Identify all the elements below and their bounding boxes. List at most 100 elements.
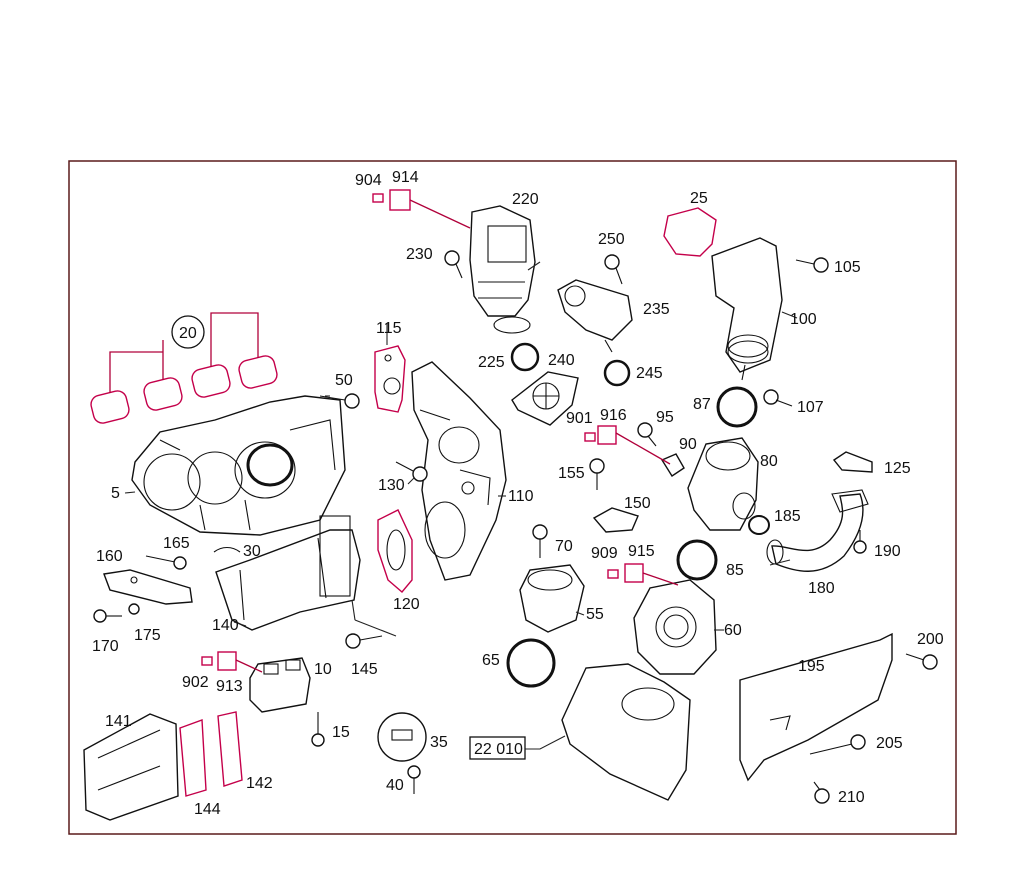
part-235-sensor[interactable] xyxy=(557,279,633,353)
part-160-bracket[interactable] xyxy=(103,569,193,605)
connector-914[interactable] xyxy=(372,189,411,211)
part-120-gasket[interactable] xyxy=(377,509,413,593)
part-55-fitting[interactable] xyxy=(519,564,585,633)
connector-916[interactable] xyxy=(584,425,617,445)
callout-80[interactable]: 80 xyxy=(760,453,778,470)
part-230-bolt[interactable] xyxy=(444,250,463,279)
callout-200[interactable]: 200 xyxy=(917,631,944,648)
callout-70[interactable]: 70 xyxy=(555,538,573,555)
callout-15[interactable]: 15 xyxy=(332,724,350,741)
callout-914[interactable]: 914 xyxy=(392,169,419,186)
callout-180[interactable]: 180 xyxy=(808,580,835,597)
part-245-oring[interactable] xyxy=(603,359,631,387)
part-35-cap[interactable] xyxy=(377,712,427,762)
callout-40[interactable]: 40 xyxy=(386,777,404,794)
callout-250[interactable]: 250 xyxy=(598,231,625,248)
callout-235[interactable]: 235 xyxy=(643,301,670,318)
callout-141[interactable]: 141 xyxy=(105,713,132,730)
callout-170[interactable]: 170 xyxy=(92,638,119,655)
callout-160[interactable]: 160 xyxy=(96,548,123,565)
connector-915[interactable] xyxy=(607,563,644,583)
callout-30[interactable]: 30 xyxy=(243,543,261,560)
part-195-bracket[interactable] xyxy=(739,632,893,782)
part-175-washer[interactable] xyxy=(128,603,140,615)
callout-22010[interactable]: 22 010 xyxy=(474,741,523,758)
callout-150[interactable]: 150 xyxy=(624,495,651,512)
callout-225[interactable]: 225 xyxy=(478,354,505,371)
part-25-gasket[interactable] xyxy=(663,207,717,257)
part-70-bolt[interactable] xyxy=(532,524,548,558)
callout-915[interactable]: 915 xyxy=(628,543,655,560)
part-141-cover[interactable] xyxy=(83,713,179,821)
part-40-bolt[interactable] xyxy=(407,765,421,794)
part-150-gasket[interactable] xyxy=(592,507,639,533)
part-220-actuator[interactable] xyxy=(469,205,536,334)
part-15-bolt[interactable] xyxy=(311,712,325,747)
part-225-oring[interactable] xyxy=(510,342,540,372)
part-190-bolt[interactable] xyxy=(853,530,867,554)
part-107-bolt[interactable] xyxy=(763,389,793,407)
part-60-throttle[interactable] xyxy=(633,579,717,675)
part-87-oring[interactable] xyxy=(716,386,758,428)
callout-130[interactable]: 130 xyxy=(378,477,405,494)
callout-210[interactable]: 210 xyxy=(838,789,865,806)
callout-175[interactable]: 175 xyxy=(134,627,161,644)
callout-916[interactable]: 916 xyxy=(600,407,627,424)
callout-185[interactable]: 185 xyxy=(774,508,801,525)
callout-10[interactable]: 10 xyxy=(314,661,332,678)
callout-110[interactable]: 110 xyxy=(508,488,534,505)
callout-120[interactable]: 120 xyxy=(393,596,420,613)
part-185-oring[interactable] xyxy=(748,515,770,535)
part-65-oring[interactable] xyxy=(506,638,556,688)
callout-90[interactable]: 90 xyxy=(679,436,697,453)
callout-913[interactable]: 913 xyxy=(216,678,243,695)
part-144-gasket[interactable] xyxy=(179,719,207,797)
callout-245[interactable]: 245 xyxy=(636,365,663,382)
part-210-bolt[interactable] xyxy=(813,781,830,804)
callout-95[interactable]: 95 xyxy=(656,409,674,426)
callout-20[interactable]: 20 xyxy=(179,325,197,342)
callout-165[interactable]: 165 xyxy=(163,535,190,552)
callout-155[interactable]: 155 xyxy=(558,465,585,482)
part-95-bolt[interactable] xyxy=(637,422,657,447)
callout-55[interactable]: 55 xyxy=(586,606,604,623)
part-110-housing[interactable] xyxy=(411,361,507,581)
part-205-bolt[interactable] xyxy=(809,734,866,755)
part-240-flange[interactable] xyxy=(511,371,579,426)
connector-913[interactable] xyxy=(201,651,237,671)
callout-142[interactable]: 142 xyxy=(246,775,273,792)
part-90-sensor[interactable] xyxy=(660,453,685,477)
callout-107[interactable]: 107 xyxy=(797,399,824,416)
part-80-elbow[interactable] xyxy=(687,437,759,531)
callout-190[interactable]: 190 xyxy=(874,543,901,560)
callout-902[interactable]: 902 xyxy=(182,674,209,691)
part-85-oring[interactable] xyxy=(676,539,718,581)
callout-909[interactable]: 909 xyxy=(591,545,618,562)
part-250-bolt[interactable] xyxy=(604,254,623,285)
part-100-pipe[interactable] xyxy=(711,237,783,381)
part-10-valve[interactable] xyxy=(249,657,311,713)
part-30-clip[interactable] xyxy=(213,546,241,553)
callout-87[interactable]: 87 xyxy=(693,396,711,413)
callout-115[interactable]: 115 xyxy=(376,320,402,337)
part-125-gasket[interactable] xyxy=(832,451,873,473)
part-5-intake-manifold[interactable] xyxy=(131,395,346,536)
callout-904[interactable]: 904 xyxy=(355,172,382,189)
callout-125[interactable]: 125 xyxy=(884,460,911,477)
callout-85[interactable]: 85 xyxy=(726,562,744,579)
callout-140[interactable]: 140 xyxy=(212,617,239,634)
callout-100[interactable]: 100 xyxy=(790,311,817,328)
part-200-bolt[interactable] xyxy=(905,653,938,670)
callout-50[interactable]: 50 xyxy=(335,372,353,389)
callout-35[interactable]: 35 xyxy=(430,734,448,751)
part-115-gasket[interactable] xyxy=(374,345,406,413)
callout-5[interactable]: 5 xyxy=(111,485,120,502)
callout-60[interactable]: 60 xyxy=(724,622,742,639)
part-50-bolt[interactable] xyxy=(319,393,360,409)
part-22010-module[interactable] xyxy=(561,663,691,801)
part-155-bolt[interactable] xyxy=(589,458,605,490)
part-170-bolt[interactable] xyxy=(93,609,122,623)
callout-230[interactable]: 230 xyxy=(406,246,433,263)
callout-144[interactable]: 144 xyxy=(194,801,221,818)
part-105-bolt[interactable] xyxy=(795,257,829,273)
